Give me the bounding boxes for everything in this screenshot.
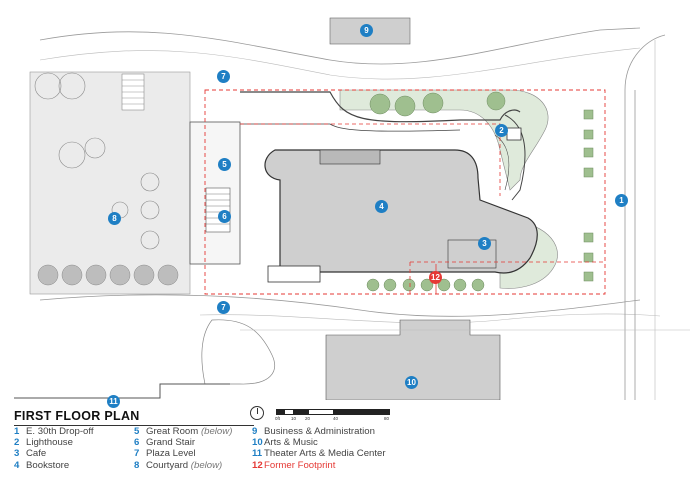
plaza-island xyxy=(201,319,275,385)
marker-grand-stair[interactable]: 6 xyxy=(218,210,231,223)
former-footprint-outline xyxy=(204,89,606,295)
site-plan-drawing xyxy=(14,17,690,400)
lighthouse-room xyxy=(506,127,522,141)
legend-divider xyxy=(14,425,254,426)
marker-plaza-level-north[interactable]: 7 xyxy=(217,70,230,83)
south-trees xyxy=(366,278,485,292)
lighthouse-ramp xyxy=(504,114,526,201)
road-curve-south-inner xyxy=(199,313,661,324)
courtyard-tree-row xyxy=(37,264,179,286)
building-business-admin xyxy=(329,17,411,45)
marker-lighthouse[interactable]: 2 xyxy=(495,124,508,137)
building-theater-arts xyxy=(14,383,230,399)
marker-courtyard[interactable]: 8 xyxy=(108,212,121,225)
legend-title: FIRST FLOOR PLAN xyxy=(14,409,140,423)
scale-label-40: 40 xyxy=(333,416,339,421)
marker-theater-arts[interactable]: 11 xyxy=(107,395,120,408)
legend-item: 12Former Footprint xyxy=(252,459,336,471)
scale-label-80: 80 xyxy=(384,416,390,421)
road-curve-north-inner xyxy=(39,47,641,80)
road-curve-south xyxy=(39,294,641,317)
marker-plaza-level-south[interactable]: 7 xyxy=(217,301,230,314)
south-service-room xyxy=(267,265,321,283)
scale-label-0: 0ft xyxy=(275,416,281,421)
north-corridor-wall xyxy=(240,91,521,123)
marker-business-admin[interactable]: 9 xyxy=(360,24,373,37)
bookstore xyxy=(264,149,538,274)
scale-bar xyxy=(276,409,390,415)
north-arrow-icon xyxy=(250,406,264,420)
marker-bookstore[interactable]: 4 xyxy=(375,200,388,213)
east-trees xyxy=(583,109,594,282)
north-trees xyxy=(369,91,506,117)
marker-arts-music[interactable]: 10 xyxy=(405,376,418,389)
lighthouse-ramp-inner xyxy=(494,134,510,191)
bookstore-core xyxy=(319,149,381,165)
marker-former-footprint[interactable]: 12 xyxy=(429,271,442,284)
legend-item: 10Arts & Music xyxy=(252,437,318,449)
courtyard-stair-treads xyxy=(122,79,144,105)
marker-great-room[interactable]: 5 xyxy=(218,158,231,171)
road-curve-north xyxy=(39,27,641,65)
scale-label-10: 10 xyxy=(291,416,297,421)
scale-label-20: 20 xyxy=(305,416,311,421)
marker-e30th-dropoff[interactable]: 1 xyxy=(615,194,628,207)
courtyard-area xyxy=(29,71,191,295)
landscape-north xyxy=(339,89,549,191)
marker-cafe[interactable]: 3 xyxy=(478,237,491,250)
street-corner-east xyxy=(624,34,666,91)
north-corridor-wall-2 xyxy=(240,123,461,132)
grand-stair xyxy=(205,187,231,233)
